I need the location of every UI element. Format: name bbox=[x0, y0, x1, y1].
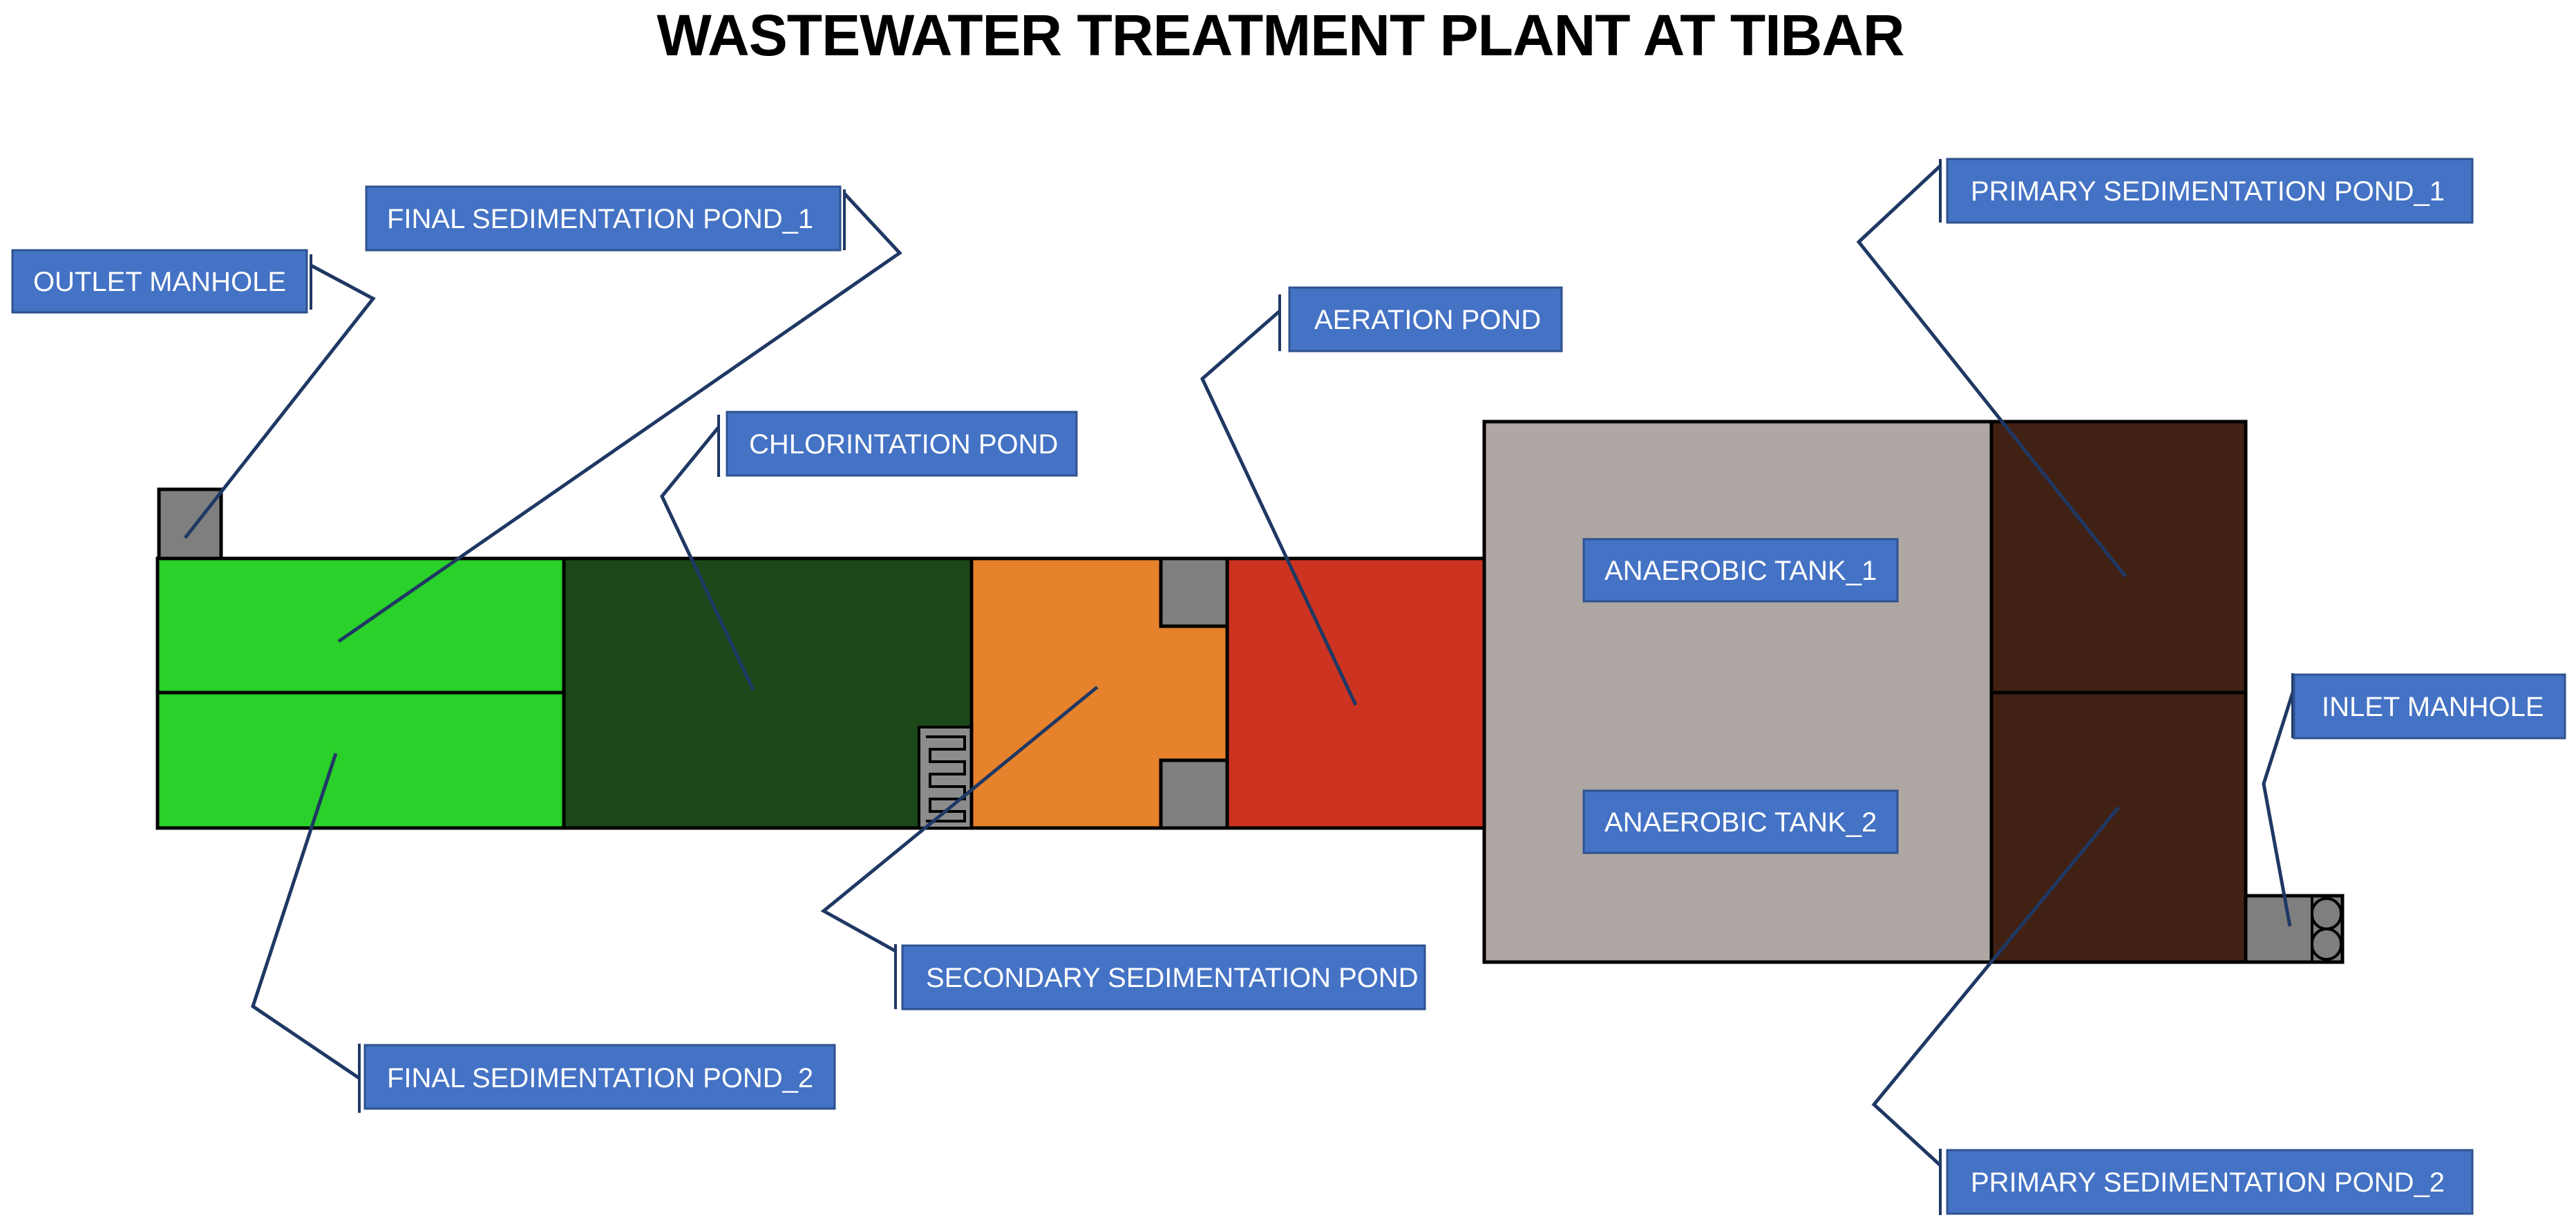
outlet-manhole bbox=[157, 487, 223, 561]
label-inlet-manhole: INLET MANHOLE bbox=[2293, 673, 2566, 740]
chlorination-pond bbox=[562, 556, 974, 830]
label-primary-sedimentation-pond-1-text: PRIMARY SEDIMENTATION POND_1 bbox=[1971, 176, 2445, 207]
primary-sedimentation-pond-2 bbox=[1989, 690, 2248, 964]
secondary-sedimentation-outlet-box-top bbox=[1159, 556, 1229, 628]
leader-final-sedimentation-pond-2 bbox=[251, 753, 361, 1080]
label-primary-sedimentation-pond-1: PRIMARY SEDIMENTATION POND_1 bbox=[1946, 158, 2474, 224]
leader-aeration-pond bbox=[1200, 310, 1358, 706]
leader-outlet-manhole bbox=[184, 263, 376, 539]
leader-chlorination-pond bbox=[660, 426, 755, 691]
label-final-sedimentation-pond-2: FINAL SEDIMENTATION POND_2 bbox=[363, 1044, 836, 1110]
label-anaerobic-tank-1: ANAEROBIC TANK_1 bbox=[1582, 538, 1899, 603]
inlet-manhole bbox=[2244, 894, 2345, 964]
label-final-sedimentation-pond-1-text: FINAL SEDIMENTATION POND_1 bbox=[387, 204, 813, 234]
labels: OUTLET MANHOLE FINAL SEDIMENTATION POND_… bbox=[11, 158, 2566, 1215]
inlet-pipe-lower bbox=[2311, 928, 2342, 961]
anaerobic-tanks bbox=[1482, 420, 1993, 964]
leader-primary-sedimentation-pond-1 bbox=[1856, 164, 2127, 578]
aeration-pond bbox=[1225, 556, 1486, 830]
label-primary-sedimentation-pond-2: PRIMARY SEDIMENTATION POND_2 bbox=[1946, 1149, 2474, 1215]
label-anaerobic-tank-2-text: ANAEROBIC TANK_2 bbox=[1604, 807, 1877, 838]
secondary-sedimentation-outlet-box-bottom bbox=[1159, 758, 1229, 830]
leader-inlet-manhole bbox=[2262, 692, 2295, 927]
label-anaerobic-tank-1-text: ANAEROBIC TANK_1 bbox=[1604, 556, 1877, 586]
plant-layout bbox=[155, 420, 2345, 964]
label-chlorination-pond-text: CHLORINTATION POND bbox=[749, 429, 1058, 460]
leader-lines bbox=[184, 159, 2295, 1215]
leader-final-sedimentation-pond-1 bbox=[337, 192, 902, 643]
label-secondary-sedimentation-pond: SECONDARY SEDIMENTATION POND bbox=[901, 944, 1426, 1010]
label-anaerobic-tank-2: ANAEROBIC TANK_2 bbox=[1582, 789, 1899, 854]
final-sedimentation-pond-2 bbox=[155, 690, 566, 830]
leader-primary-sedimentation-pond-2 bbox=[1871, 806, 2120, 1167]
label-chlorination-pond: CHLORINTATION POND bbox=[726, 411, 1078, 477]
inlet-pipe-upper bbox=[2311, 897, 2342, 930]
label-secondary-sedimentation-pond-text: SECONDARY SEDIMENTATION POND bbox=[926, 963, 1419, 993]
label-outlet-manhole: OUTLET MANHOLE bbox=[11, 249, 308, 314]
leader-secondary-sedimentation-pond bbox=[820, 686, 1099, 953]
label-primary-sedimentation-pond-2-text: PRIMARY SEDIMENTATION POND_2 bbox=[1971, 1167, 2445, 1198]
label-inlet-manhole-text: INLET MANHOLE bbox=[2322, 692, 2544, 722]
label-aeration-pond-text: AERATION POND bbox=[1314, 305, 1541, 335]
diagram-title: WASTEWATER TREATMENT PLANT AT TIBAR bbox=[656, 3, 1904, 68]
primary-sedimentation-pond-1 bbox=[1989, 420, 2248, 695]
label-outlet-manhole-text: OUTLET MANHOLE bbox=[33, 267, 286, 297]
label-final-sedimentation-pond-2-text: FINAL SEDIMENTATION POND_2 bbox=[387, 1063, 813, 1093]
label-final-sedimentation-pond-1: FINAL SEDIMENTATION POND_1 bbox=[365, 185, 842, 252]
label-aeration-pond: AERATION POND bbox=[1288, 286, 1563, 352]
